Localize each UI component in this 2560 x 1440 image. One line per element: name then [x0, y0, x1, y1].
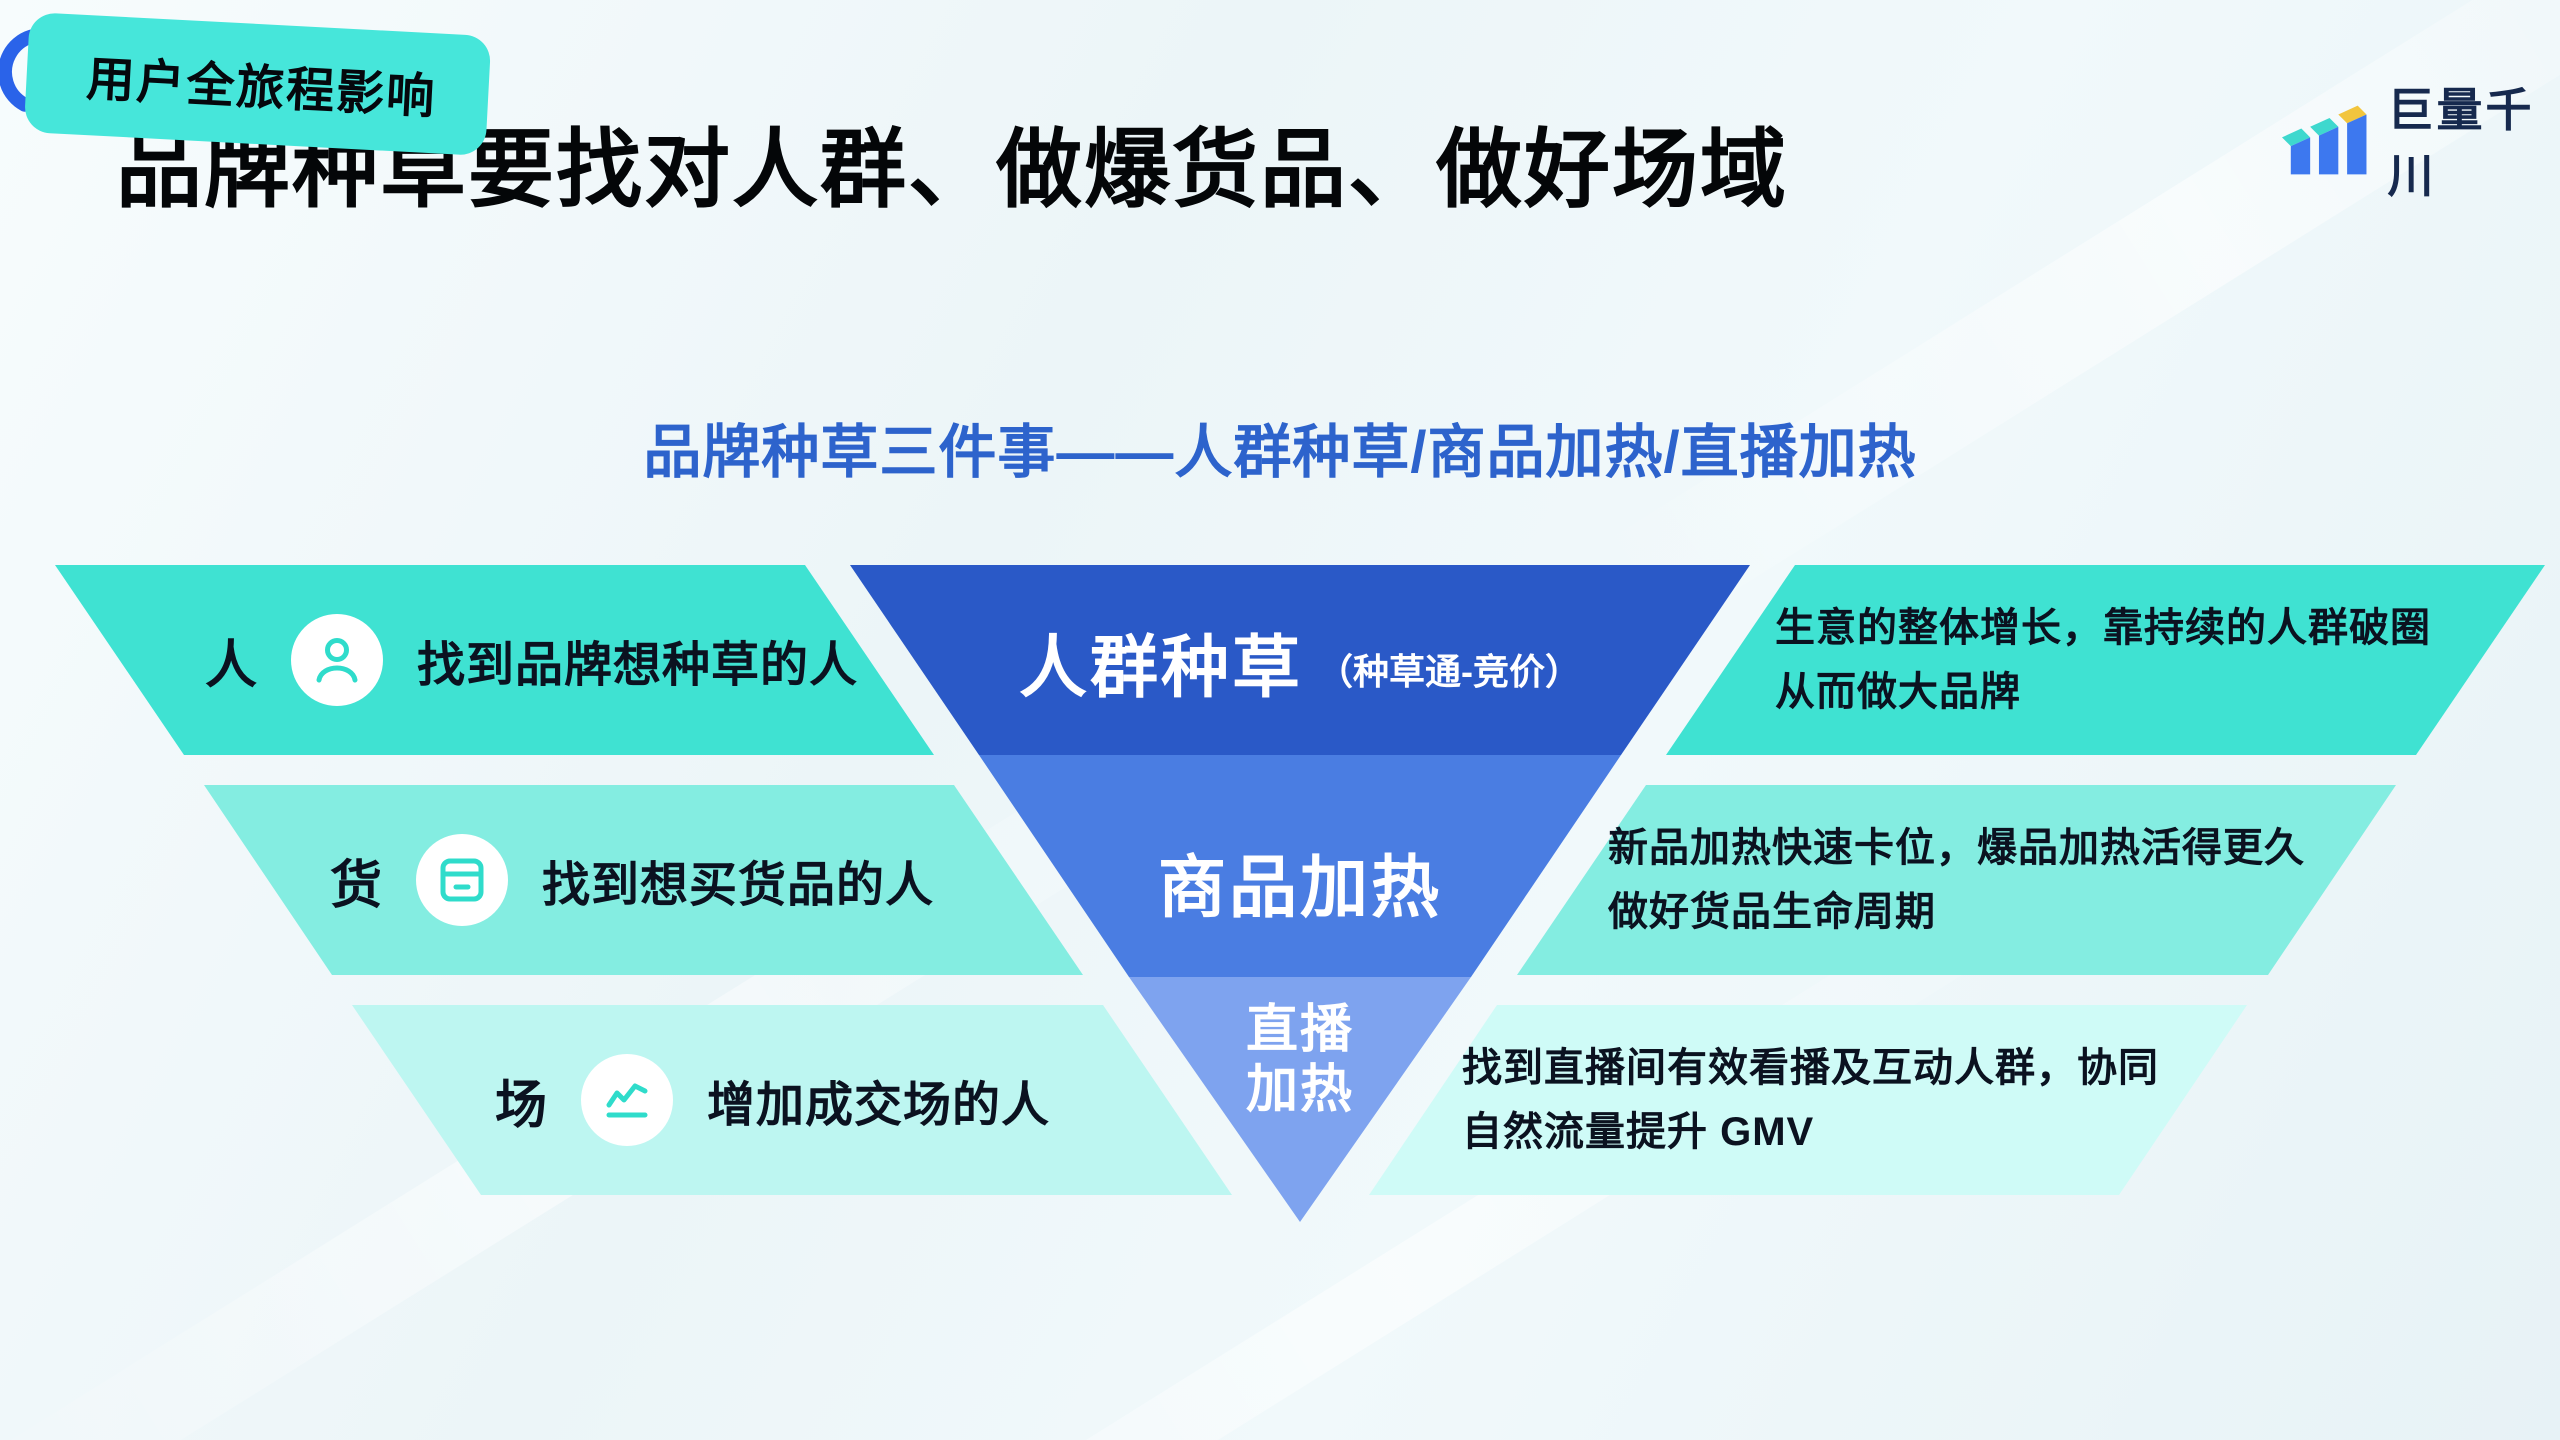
row2-left-content: 货 找到想买货品的人 [330, 785, 934, 975]
row1-center-label: 人群种草 （种草通-竞价） [900, 565, 1700, 757]
row2-right-line2: 做好货品生命周期 [1608, 890, 1936, 934]
person-icon [291, 614, 384, 706]
row1-dimension: 人 [205, 636, 258, 695]
row1-right-line1: 生意的整体增长，靠持续的人群破圈 [1775, 606, 2431, 650]
logo-bars-icon [2282, 105, 2367, 175]
goods-icon [416, 834, 509, 926]
brand-logo: 巨量千川 [2282, 74, 2560, 206]
section-badge: 用户全旅程影响 [23, 12, 492, 157]
band3-title-line1: 直播 [1245, 1001, 1354, 1059]
row1-left-desc: 找到品牌想种草的人 [417, 639, 859, 692]
badge-label: 用户全旅程影响 [85, 53, 438, 125]
row3-right-line2: 自然流量提升 GMV [1462, 1110, 1815, 1154]
row3-right-desc: 找到直播间有效看播及互动人群，协同 自然流量提升 GMV [1462, 1005, 2159, 1195]
chart-icon [581, 1054, 674, 1146]
row3-dimension: 场 [495, 1076, 548, 1135]
band1-subtitle: （种草通-竞价） [1317, 651, 1581, 692]
row2-dimension: 货 [330, 856, 383, 915]
row3-left-content: 场 增加成交场的人 [495, 1005, 1050, 1195]
row3-center-label: 直播 加热 [1150, 1000, 1450, 1120]
row2-right-line1: 新品加热快速卡位，爆品加热活得更久 [1608, 826, 2305, 870]
row1-left-content: 人 找到品牌想种草的人 [205, 565, 858, 755]
band2-title: 商品加热 [1157, 849, 1442, 926]
band1-title: 人群种草 [1018, 629, 1303, 706]
band3-title-line2: 加热 [1245, 1061, 1354, 1119]
row1-right-line2: 从而做大品牌 [1775, 670, 2021, 714]
row2-right-desc: 新品加热快速卡位，爆品加热活得更久 做好货品生命周期 [1608, 785, 2305, 975]
subtitle: 品牌种草三件事——人群种草/商品加热/直播加热 [643, 420, 1917, 485]
logo-text: 巨量千川 [2387, 84, 2535, 202]
row3-left-desc: 增加成交场的人 [707, 1079, 1051, 1132]
row1-right-desc: 生意的整体增长，靠持续的人群破圈 从而做大品牌 [1775, 565, 2431, 755]
row3-right-line1: 找到直播间有效看播及互动人群，协同 [1462, 1046, 2159, 1090]
row2-left-desc: 找到想买货品的人 [542, 859, 935, 912]
row2-center-label: 商品加热 [950, 785, 1650, 977]
